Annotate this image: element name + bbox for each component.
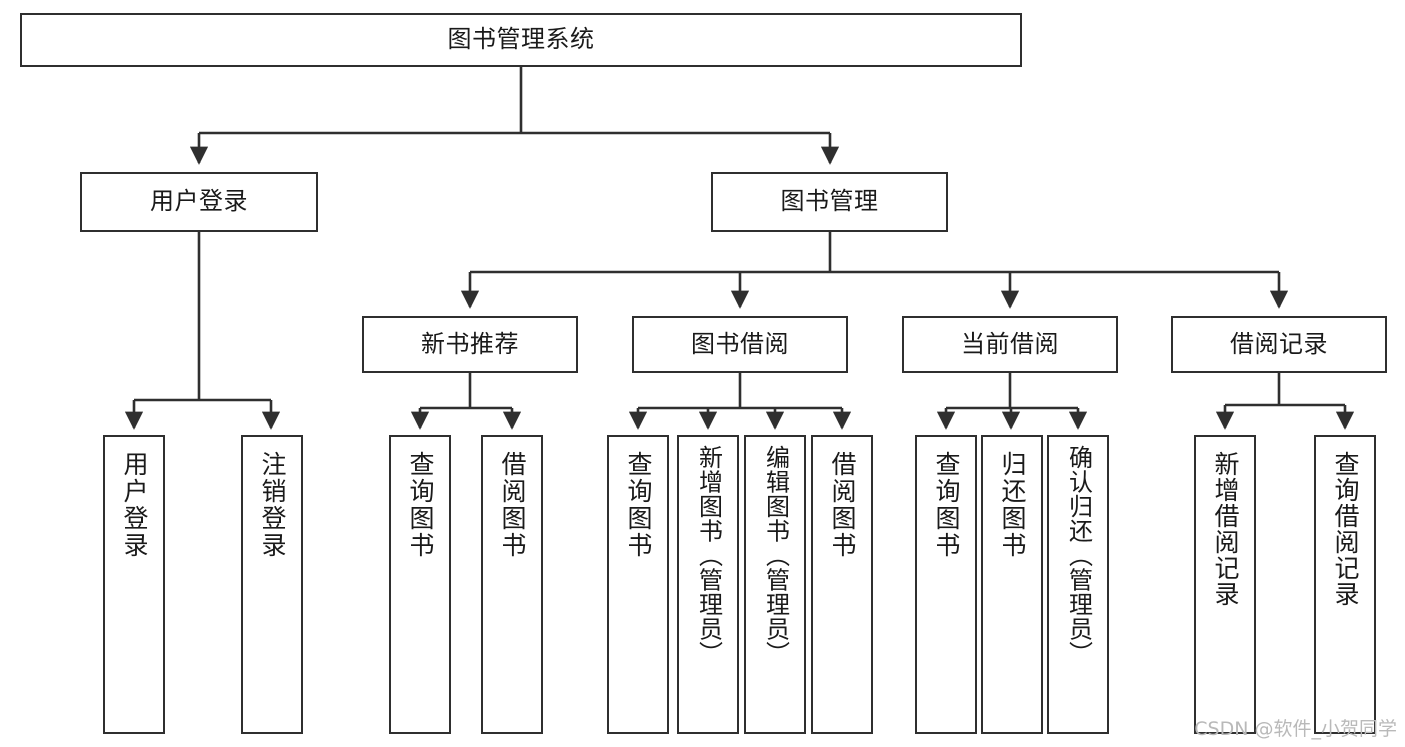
leaf-user-login-login[interactable]: 用户登录: [103, 435, 165, 734]
leaf-record-add-record[interactable]: 新增借阅记录: [1194, 435, 1256, 734]
node-label: 查询借阅记录: [1331, 451, 1360, 607]
node-label: 新增借阅记录: [1211, 451, 1240, 607]
leaf-recommend-borrow-book[interactable]: 借阅图书: [481, 435, 543, 734]
node-root-system[interactable]: 图书管理系统: [20, 13, 1022, 67]
leaf-recommend-query-book[interactable]: 查询图书: [389, 435, 451, 734]
leaf-current-query-book[interactable]: 查询图书: [915, 435, 977, 734]
node-label: 查询图书: [624, 451, 653, 559]
node-book-management[interactable]: 图书管理: [711, 172, 948, 232]
node-label: 新增图书（管理员）: [694, 445, 723, 666]
node-label: 借阅记录: [1230, 329, 1328, 358]
leaf-borrow-add-book[interactable]: 新增图书（管理员）: [677, 435, 739, 734]
node-borrow-record[interactable]: 借阅记录: [1171, 316, 1387, 373]
node-label: 用户登录: [150, 187, 248, 216]
node-user-login[interactable]: 用户登录: [80, 172, 318, 232]
node-label: 查询图书: [406, 451, 435, 559]
node-label: 当前借阅: [961, 329, 1059, 358]
node-book-borrow[interactable]: 图书借阅: [632, 316, 848, 373]
node-label: 借阅图书: [828, 451, 857, 559]
node-current-borrow[interactable]: 当前借阅: [902, 316, 1118, 373]
node-label: 注销登录: [258, 451, 287, 559]
leaf-borrow-edit-book[interactable]: 编辑图书（管理员）: [744, 435, 806, 734]
node-label: 图书管理: [780, 187, 879, 216]
node-label: 图书管理系统: [447, 25, 595, 54]
node-label: 新书推荐: [421, 329, 519, 358]
leaf-user-login-logout[interactable]: 注销登录: [241, 435, 303, 734]
node-label: 查询图书: [932, 451, 961, 559]
node-label: 用户登录: [120, 451, 149, 559]
node-label: 归还图书: [998, 451, 1027, 559]
leaf-record-query-record[interactable]: 查询借阅记录: [1314, 435, 1376, 734]
leaf-current-confirm-return[interactable]: 确认归还（管理员）: [1047, 435, 1109, 734]
node-label: 确认归还（管理员）: [1064, 445, 1093, 666]
node-label: 图书借阅: [691, 329, 789, 358]
leaf-current-return-book[interactable]: 归还图书: [981, 435, 1043, 734]
leaf-borrow-query-book[interactable]: 查询图书: [607, 435, 669, 734]
node-new-book-recommend[interactable]: 新书推荐: [362, 316, 578, 373]
node-label: 借阅图书: [498, 451, 527, 559]
node-label: 编辑图书（管理员）: [761, 445, 790, 666]
leaf-borrow-borrow-book[interactable]: 借阅图书: [811, 435, 873, 734]
